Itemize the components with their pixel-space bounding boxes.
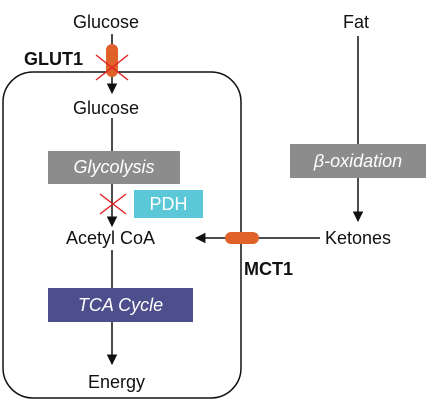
acetyl-coa-label: Acetyl CoA xyxy=(66,228,156,248)
glucose-inside-label: Glucose xyxy=(73,98,140,118)
energy-label: Energy xyxy=(88,372,146,392)
beta-oxidation-box: β-oxidation xyxy=(290,144,426,178)
fat-label: Fat xyxy=(343,12,370,32)
pdh-inhibition-cross xyxy=(99,193,127,215)
glut1-inhibition-cross xyxy=(95,54,129,81)
mct1-label: MCT1 xyxy=(244,259,293,279)
glucose-outside-label: Glucose xyxy=(73,12,140,32)
tca-cycle-box: TCA Cycle xyxy=(48,288,193,322)
ketones-label: Ketones xyxy=(325,228,392,248)
mct1-transporter xyxy=(225,232,259,244)
glut1-transporter xyxy=(106,44,118,77)
glycolysis-box: Glycolysis xyxy=(48,151,180,184)
pdh-box: PDH xyxy=(134,190,203,218)
glut1-label: GLUT1 xyxy=(24,49,84,69)
